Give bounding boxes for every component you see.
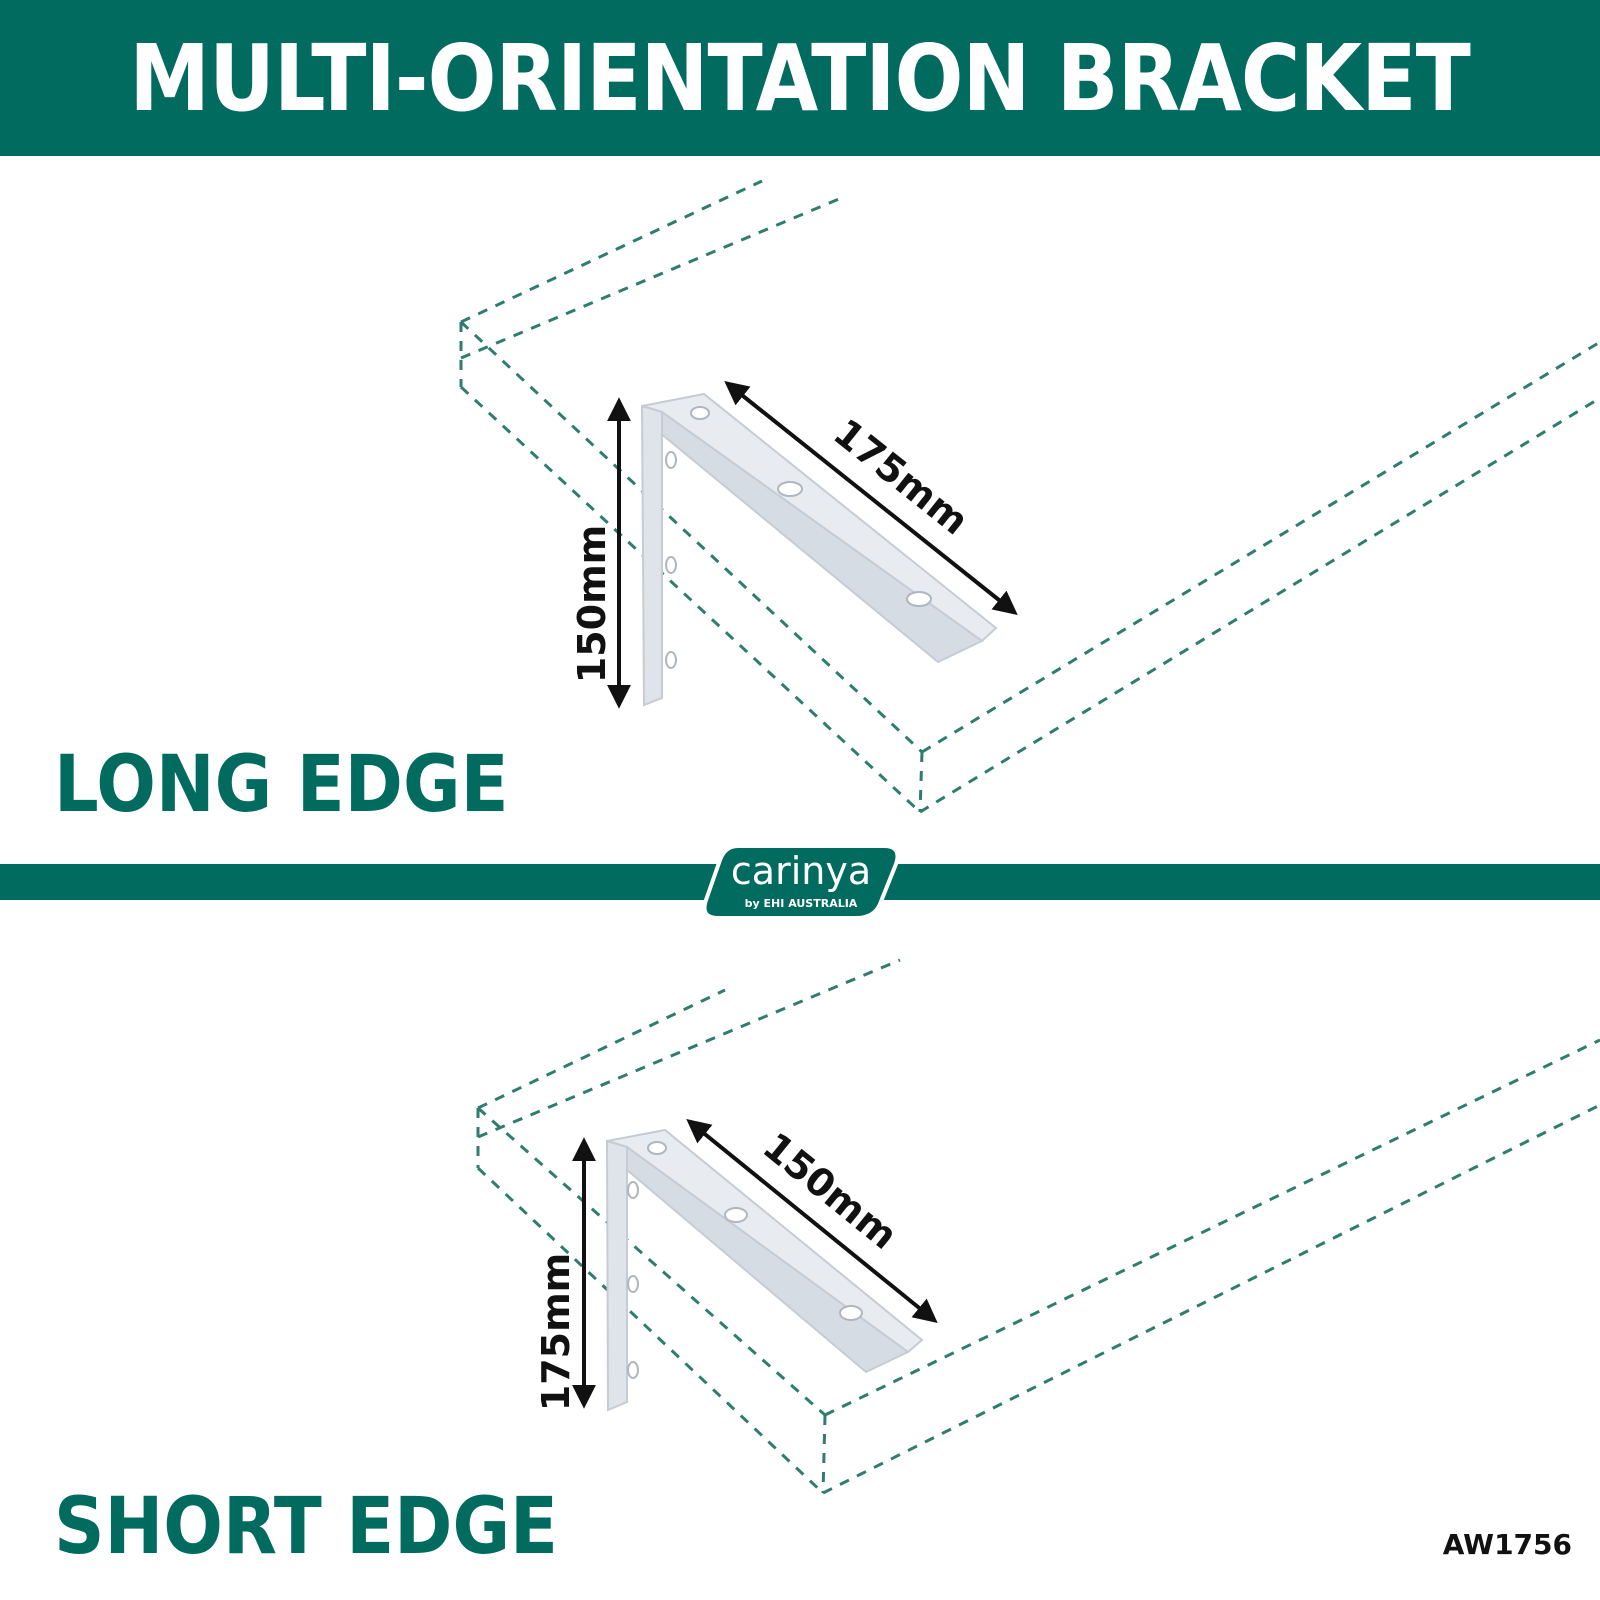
short-edge-label: SHORT EDGE <box>54 1482 559 1572</box>
page-title: MULTI-ORIENTATION BRACKET <box>129 24 1471 132</box>
short-edge-vertical-dimension: 175mm <box>534 1253 578 1412</box>
long-edge-bracket-icon <box>640 392 998 707</box>
logo-tagline: by EHI AUSTRALIA <box>744 897 858 910</box>
dimension-arrow-icon <box>686 1118 938 1324</box>
title-banner: MULTI-ORIENTATION BRACKET <box>0 0 1600 156</box>
short-edge-shelf-outline-icon <box>476 958 1600 1495</box>
carinya-logo: carinya by EHI AUSTRALIA <box>698 842 904 920</box>
dimension-arrow-icon <box>724 381 1018 615</box>
logo-wordmark: carinya <box>730 849 872 893</box>
long-edge-label: LONG EDGE <box>54 740 509 830</box>
product-code: AW1756 <box>1442 1528 1572 1561</box>
carinya-logo-icon <box>702 844 900 920</box>
long-edge-vertical-dimension: 150mm <box>570 525 614 684</box>
long-edge-shelf-outline-icon <box>459 179 1600 814</box>
